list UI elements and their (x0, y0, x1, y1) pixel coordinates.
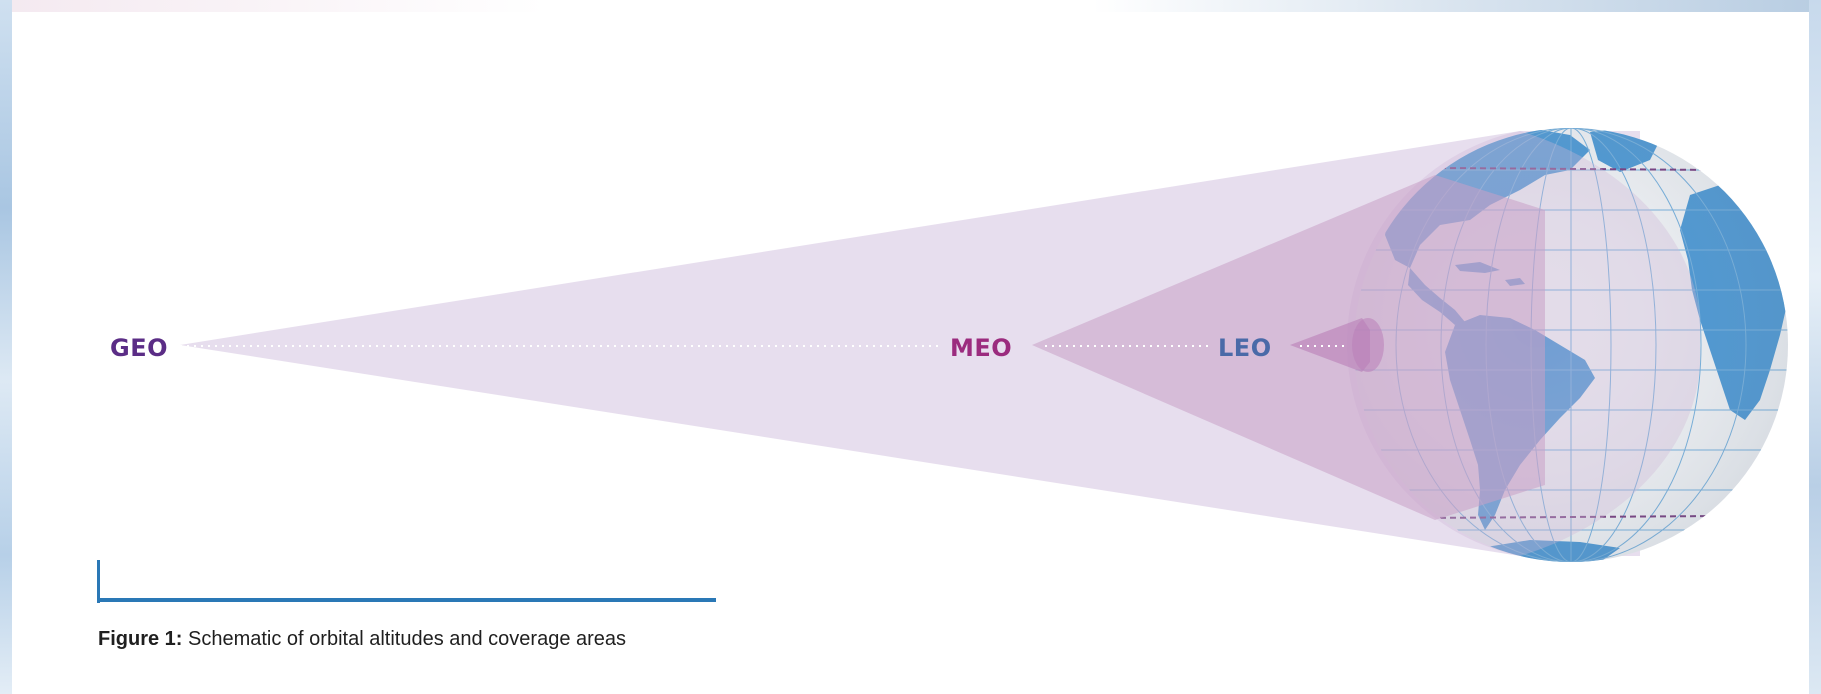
europe-landmass (1700, 140, 1785, 182)
caption-rule-horizontal (97, 598, 716, 602)
right-edge-decoration (1809, 0, 1821, 694)
caption-lead: Figure 1: (98, 628, 183, 650)
caption-text: Schematic of orbital altitudes and cover… (182, 628, 627, 650)
figure-caption: Figure 1: Schematic of orbital altitudes… (98, 628, 626, 651)
caption-rule-vertical (97, 560, 100, 603)
top-edge-decoration (0, 0, 1821, 12)
meo-coverage-cone (1032, 175, 1545, 520)
leo-coverage-footprint (1352, 318, 1384, 372)
left-edge-decoration (0, 0, 12, 694)
meo-label: MEO (950, 334, 1013, 362)
leo-label: LEO (1218, 334, 1272, 362)
geo-label: GEO (110, 334, 168, 362)
